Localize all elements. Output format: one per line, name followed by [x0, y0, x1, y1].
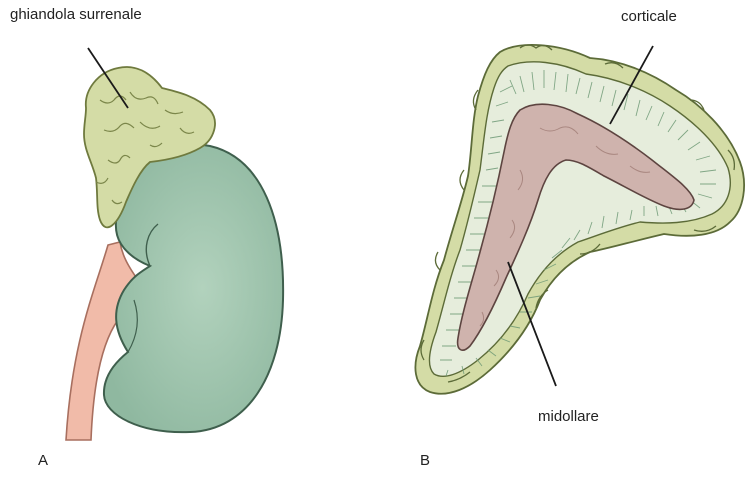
- panel-b-illustration: [415, 45, 744, 394]
- label-cortex: corticale: [621, 8, 677, 25]
- label-adrenal-gland: ghiandola surrenale: [10, 6, 142, 23]
- label-panel-a: A: [38, 452, 48, 469]
- label-panel-b: B: [420, 452, 430, 469]
- panel-a-illustration: [66, 48, 283, 440]
- label-medulla: midollare: [538, 408, 599, 425]
